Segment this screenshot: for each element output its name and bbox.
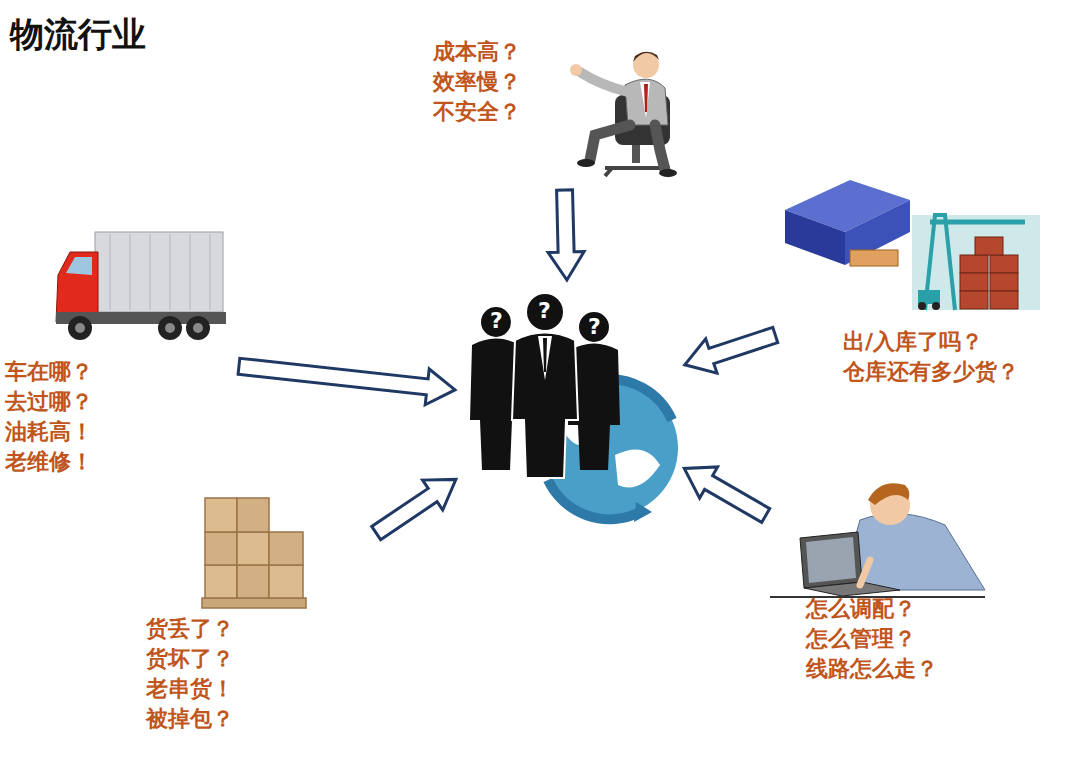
cardboard-boxes xyxy=(202,498,306,608)
callout-text: 车在哪？去过哪？ 油耗高！老维修！ xyxy=(5,357,93,477)
question-mark: ? xyxy=(538,299,551,323)
computer-operator xyxy=(770,483,985,597)
question-mark: ? xyxy=(588,315,601,339)
callout-group: 货丢了？货坏了？ 老串货！被掉包？ xyxy=(140,490,372,738)
block-arrow xyxy=(684,467,769,523)
center-group: ??? xyxy=(460,285,680,520)
block-arrow xyxy=(548,190,584,280)
business-group xyxy=(470,294,678,522)
callout-group: 出/入库了吗？ 仓库还有多少货？ xyxy=(780,175,1075,395)
block-arrow xyxy=(685,327,778,373)
block-arrow xyxy=(372,479,456,539)
boss-figure xyxy=(570,52,677,177)
callout-text: 成本高？ 效率慢？ 不安全？ xyxy=(433,37,521,127)
question-mark: ? xyxy=(490,309,503,333)
callout-text: 出/入库了吗？ 仓库还有多少货？ xyxy=(843,327,1019,387)
callout-group: 车在哪？去过哪？ 油耗高！老维修！ xyxy=(2,225,234,481)
callout-text: 货丢了？货坏了？ 老串货！被掉包？ xyxy=(146,614,234,734)
callout-group: 怎么调配？ 怎么管理？ 线路怎么走？ xyxy=(770,475,990,688)
callout-group: 成本高？ 效率慢？ 不安全？ xyxy=(425,35,700,185)
block-arrow xyxy=(238,358,455,405)
truck xyxy=(56,232,226,340)
page-title: 物流行业 xyxy=(10,12,146,58)
callout-text: 怎么调配？ 怎么管理？ 线路怎么走？ xyxy=(806,594,938,684)
warehouse xyxy=(785,180,1040,310)
